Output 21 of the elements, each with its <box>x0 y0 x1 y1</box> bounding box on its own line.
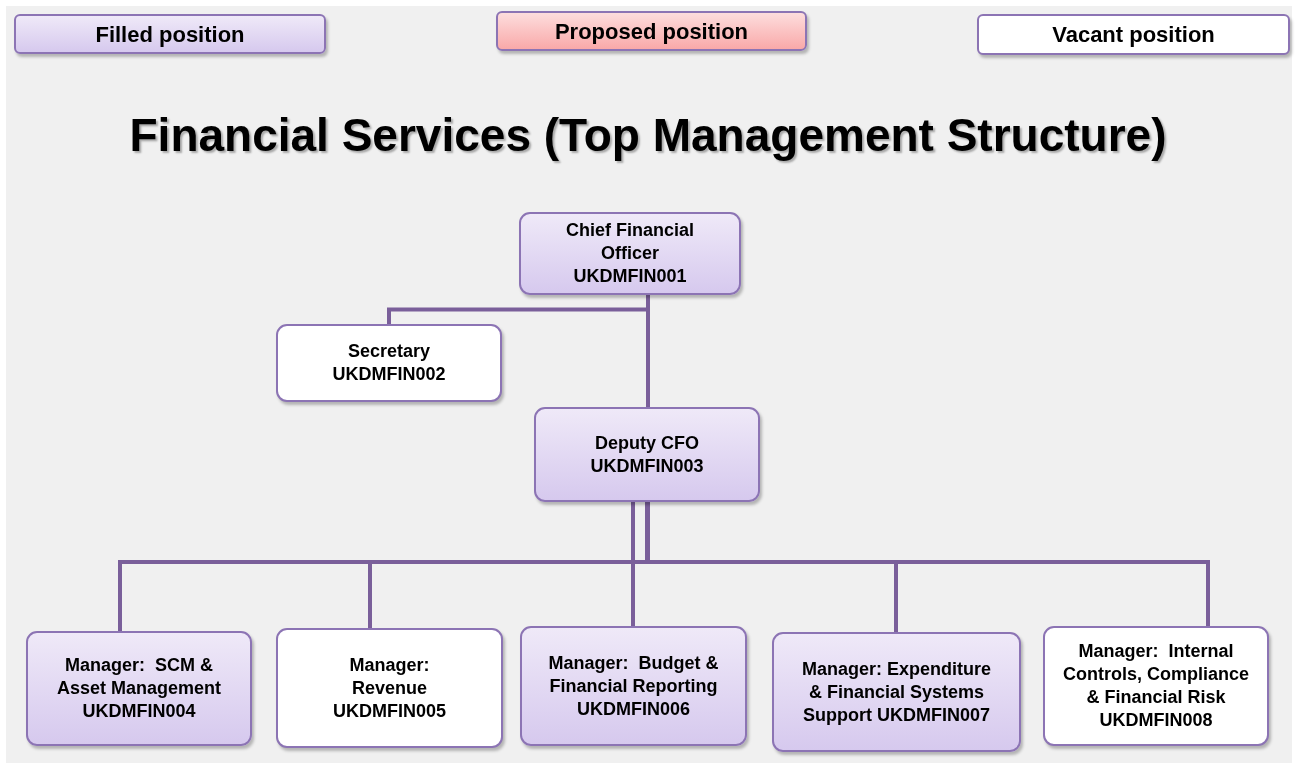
position-box <box>519 212 741 295</box>
legend-label: Vacant position <box>1052 23 1215 46</box>
position-label: Deputy CFO UKDMFIN003 <box>589 431 705 478</box>
position-box <box>520 626 747 746</box>
chart-title: Financial Services (Top Management Structure) <box>128 108 1168 162</box>
position-box <box>276 324 502 402</box>
position-box <box>534 407 760 502</box>
position-label: Manager: Internal Controls, Compliance & Financial Risk UKDMFIN008 <box>1062 640 1250 732</box>
position-label: Manager: Expenditure & Financial Systems Support UKDMFIN007 <box>800 657 992 727</box>
legend-label: Filled position <box>95 22 245 46</box>
legend-label: Proposed position <box>554 19 749 43</box>
position-label: Manager: SCM & Asset Management UKDMFIN004 <box>55 654 223 723</box>
position-label: Secretary UKDMFIN002 <box>331 340 447 386</box>
connector-line <box>387 295 650 324</box>
position-box <box>1043 626 1269 746</box>
position-box <box>772 632 1021 752</box>
position-box <box>276 628 503 748</box>
position-box <box>26 631 252 746</box>
position-label: Manager: Revenue UKDMFIN005 <box>332 653 447 723</box>
position-label: Manager: Budget & Financial Reporting UKDMFIN006 <box>547 651 720 721</box>
position-label: Chief Financial Officer UKDMFIN001 <box>565 219 695 288</box>
